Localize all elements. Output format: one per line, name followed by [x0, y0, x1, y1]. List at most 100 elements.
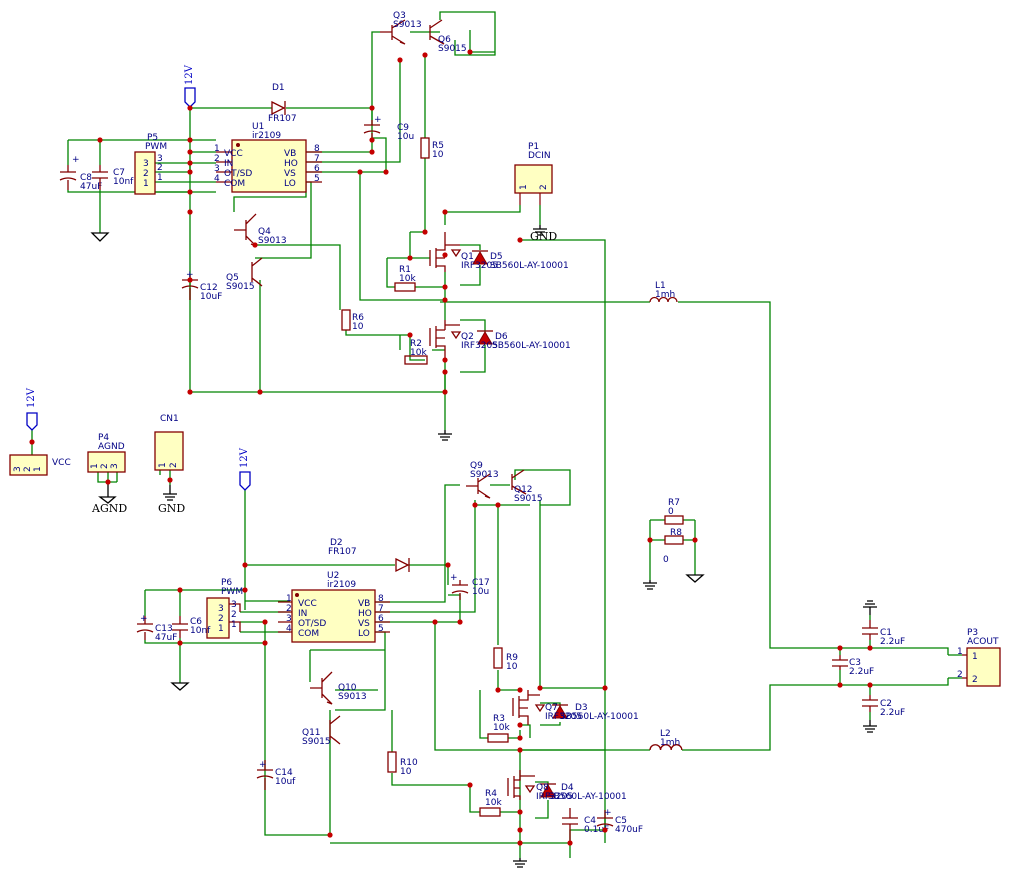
resistor-r2[interactable]: R2 10k	[404, 339, 428, 365]
resistor-r7[interactable]: R7 0	[664, 498, 684, 525]
ground-symbol-cn1: GND	[158, 485, 185, 515]
mosfet-q8[interactable]: Q8 IRF3205	[507, 770, 573, 802]
ic-u1[interactable]: U1 ir2109 VCC IN OT/SD COM VB HO VS LO 1…	[214, 122, 322, 193]
resistor-r5[interactable]: R5 10	[420, 137, 444, 160]
c5-ref: C5	[615, 816, 627, 826]
diode-d6[interactable]: D6 SB560L-AY-10001	[477, 330, 571, 351]
junction-dot	[105, 479, 111, 485]
junction-dot	[442, 252, 448, 258]
connector-vcc[interactable]: 3 2 1 VCC	[9, 454, 71, 476]
capacitor-c1[interactable]: C1 2.2uF	[862, 620, 905, 647]
capacitor-c9[interactable]: + C9 10u	[363, 115, 414, 142]
resistor-r1[interactable]: R1 10k	[394, 265, 416, 292]
junction-dot	[837, 682, 843, 688]
junction-dot	[445, 562, 451, 568]
capacitor-c17[interactable]: + C17 10u	[450, 573, 490, 600]
junction-dot	[262, 640, 268, 646]
p5-n1: 1	[143, 179, 149, 189]
resistor-r6[interactable]: R6 10	[341, 309, 364, 332]
resistor-r8[interactable]: R8 0	[663, 528, 684, 565]
junction-dot	[167, 477, 173, 483]
svg-text:+: +	[186, 270, 194, 280]
capacitor-c6[interactable]: C6 10nf	[172, 616, 211, 638]
capacitor-c12[interactable]: + C12 10uF	[181, 270, 222, 302]
c13-value: 47uF	[155, 633, 177, 643]
junction-dot	[187, 189, 193, 195]
u1-num-6: 6	[314, 164, 320, 174]
u2-num-2: 2	[286, 604, 292, 614]
junction-dot	[647, 537, 653, 543]
p5-pn3: 3	[157, 154, 163, 164]
diode-d3[interactable]: D3 SB560L-AY-10001	[552, 703, 639, 722]
resistor-r9[interactable]: R9 10	[493, 647, 518, 672]
junction-dot	[517, 687, 523, 693]
p5-value: PWM	[145, 142, 167, 152]
bjt-q9[interactable]: Q9 S9013	[466, 461, 499, 499]
c6-value: 10nf	[190, 626, 211, 636]
mosfet-q2[interactable]: Q2 IRF3205	[429, 320, 498, 360]
mosfet-q7[interactable]: Q7 IRF3205	[512, 690, 582, 725]
c1-value: 2.2uF	[880, 637, 905, 647]
bjt-q6[interactable]: Q6 S9015	[429, 19, 467, 54]
r6-value: 10	[352, 322, 364, 332]
resistor-r3[interactable]: R3 10k	[487, 714, 510, 743]
ground-symbol-main	[438, 430, 452, 441]
capacitor-c4[interactable]: C4 0.1uF	[562, 808, 609, 843]
junction-dot	[97, 137, 103, 143]
bjt-q4[interactable]: Q4 S9013	[234, 213, 287, 247]
diode-d4[interactable]: D4 SB560L-AY-10001	[540, 783, 627, 802]
ground-symbol-p6	[170, 682, 190, 691]
inductor-l2[interactable]: L2 1mh	[649, 729, 683, 751]
junction-dot	[867, 682, 873, 688]
junction-dot	[692, 537, 698, 543]
c12-ref: C12	[200, 283, 218, 293]
inductor-l1[interactable]: L1 1mh	[649, 281, 678, 303]
p6-pn3: 3	[231, 600, 237, 610]
connector-p5[interactable]: P5 PWM 3 2 1 3 2 1	[134, 133, 167, 195]
c3-ref: C3	[849, 658, 861, 668]
junction-dot	[517, 809, 523, 815]
capacitor-c3[interactable]: C3 2.2uF	[832, 655, 874, 677]
mosfet-q1[interactable]: Q1 IRF3205	[429, 232, 498, 272]
d6-ref: D6	[495, 332, 508, 342]
diode-d1[interactable]: D1 FR107	[268, 83, 297, 124]
r2-ref: R2	[410, 339, 422, 349]
capacitor-c8[interactable]: + C8 47uF	[59, 155, 102, 192]
ic-u2[interactable]: U2 ir2109 VCC IN OT/SD COM VB HO VS LO 1…	[278, 571, 390, 643]
connector-p4-agnd[interactable]: P4 AGND 1 2 3	[87, 433, 126, 473]
p5-n2: 2	[143, 169, 149, 179]
capacitor-c5[interactable]: + C5 470uF	[596, 808, 643, 835]
connector-p1-dcin[interactable]: P1 DCIN 1 2	[514, 142, 553, 205]
u2-pin-lo: LO	[358, 629, 370, 639]
capacitor-c2[interactable]: C2 2.2uF	[862, 695, 905, 718]
capacitor-c7[interactable]: C7 10nf	[92, 165, 134, 190]
diode-d5[interactable]: D5 SB560L-AY-10001	[472, 250, 569, 271]
q10-value: S9013	[338, 692, 367, 702]
junction-dot	[422, 229, 428, 235]
resistor-r4[interactable]: R4 10k	[479, 789, 502, 817]
r3-value: 10k	[493, 723, 510, 733]
r10-ref: R10	[400, 758, 418, 768]
capacitor-c13[interactable]: + C13 47uF	[136, 614, 177, 643]
bjt-q10[interactable]: Q10 S9013	[310, 671, 367, 705]
u2-body	[291, 589, 376, 643]
connector-cn1[interactable]: CN1 1 2	[154, 414, 184, 471]
bjt-q11[interactable]: Q11 S9015	[302, 715, 341, 747]
p3-ref: P3	[967, 628, 978, 638]
capacitor-c14[interactable]: + C14 10uf	[256, 760, 296, 790]
junction-dot	[242, 562, 248, 568]
resistor-r10[interactable]: R10 10	[387, 751, 418, 777]
bjt-q5[interactable]: Q5 S9015	[226, 257, 263, 292]
connector-p6[interactable]: P6 PWM 3 2 1 3 2 1	[206, 578, 243, 639]
bjt-q12[interactable]: Q12 S9015	[511, 469, 543, 504]
p1-value: DCIN	[528, 151, 551, 161]
l2-ref: L2	[660, 729, 671, 739]
connector-p3-acout[interactable]: P3 ACOUT 1 2 1 2	[957, 628, 1001, 687]
bjt-q3[interactable]: Q3 S9013	[380, 11, 422, 45]
u1-pin-ho: HO	[284, 159, 298, 169]
junction-dot	[442, 389, 448, 395]
diode-d2[interactable]: D2 FR107	[328, 538, 410, 573]
junction-dot	[467, 782, 473, 788]
junction-dot	[517, 840, 523, 846]
junction-dot	[242, 587, 248, 593]
